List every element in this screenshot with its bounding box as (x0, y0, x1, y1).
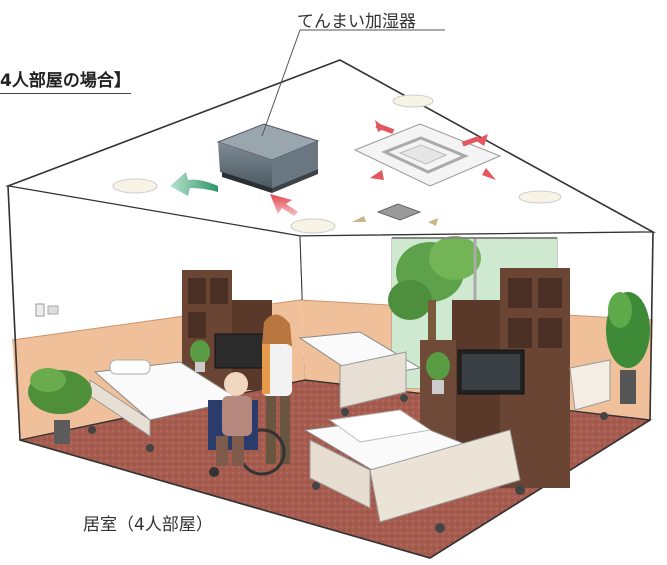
green-airflow-arrow (170, 172, 218, 196)
room-label: 居室（4人部屋） (83, 515, 213, 535)
tv-icon (214, 333, 270, 369)
bed-icon (569, 359, 611, 420)
ceiling-ac-icon (353, 123, 502, 187)
resident-figure (216, 372, 252, 466)
humidifier-label: てんまい加湿器 (297, 12, 416, 32)
tv-icon (457, 349, 525, 395)
plant-icon (28, 368, 92, 444)
plant-icon (190, 340, 210, 372)
ac-airflow-arrows (370, 120, 496, 180)
plant-icon (426, 352, 450, 394)
page-title: 4人部屋の場合】 (0, 66, 131, 94)
humidifier-icon (216, 123, 320, 193)
red-airflow-arrow (270, 194, 298, 216)
bed-icon (303, 409, 525, 533)
ceiling-light-icon (112, 94, 562, 234)
bed-icon (88, 359, 242, 452)
plant-icon (606, 292, 650, 404)
caregiver-figure (262, 314, 292, 464)
bed-icon (298, 331, 422, 416)
vent-icon (352, 203, 438, 226)
wall-switch-icon (35, 303, 59, 317)
